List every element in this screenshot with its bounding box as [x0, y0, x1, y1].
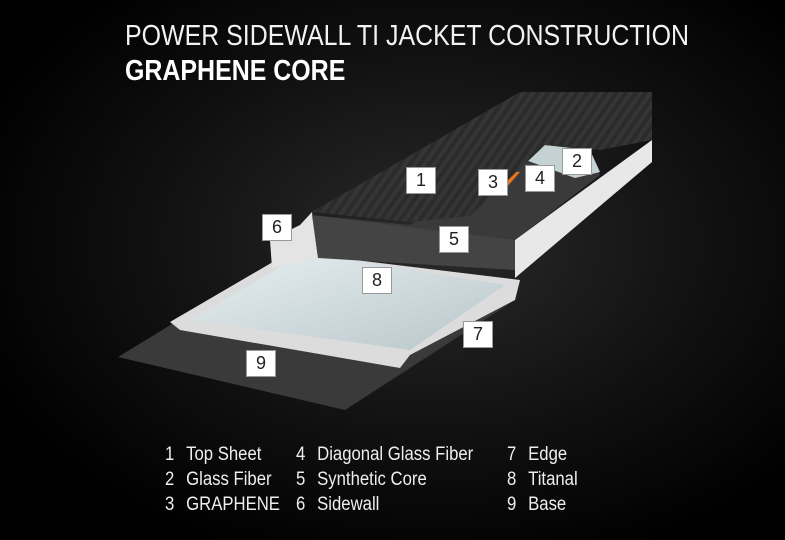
- callout-9: 9: [246, 350, 276, 377]
- sidewall-right: [515, 140, 652, 278]
- callout-5: 5: [439, 226, 469, 253]
- callout-6: 6: [262, 214, 292, 241]
- top-sheet: [312, 92, 652, 222]
- callout-3: 3: [478, 169, 508, 196]
- callout-1: 1: [406, 167, 436, 194]
- callout-8: 8: [362, 267, 392, 294]
- callout-7: 7: [463, 321, 493, 348]
- page-title: POWER SIDEWALL TI JACKET CONSTRUCTION: [125, 20, 689, 52]
- titanal-layer: [190, 253, 505, 350]
- core-front: [312, 215, 515, 270]
- callout-4: 4: [525, 165, 555, 192]
- sidewall-left: [270, 212, 318, 268]
- callout-2: 2: [562, 148, 592, 175]
- page-subtitle: GRAPHENE CORE: [125, 55, 346, 87]
